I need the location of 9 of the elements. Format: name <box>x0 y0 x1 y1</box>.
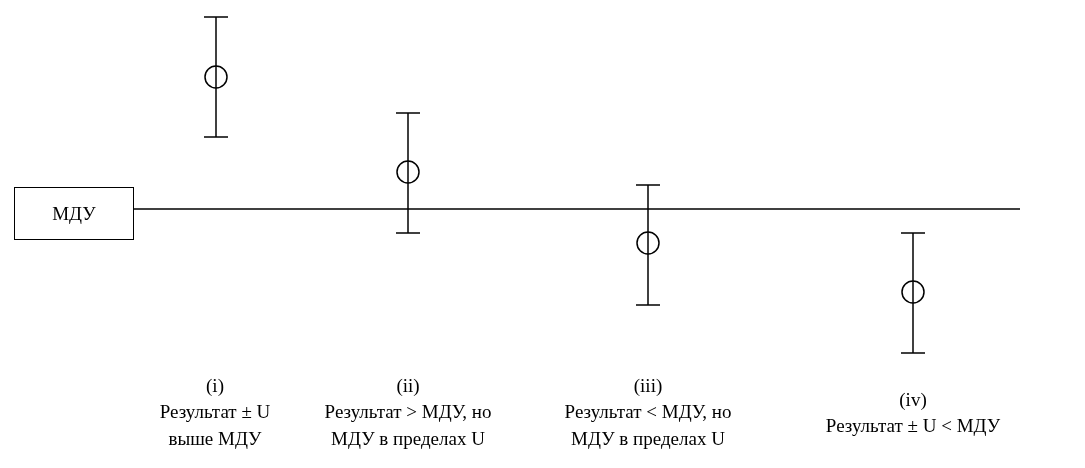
case-number: (iv) <box>899 388 927 412</box>
case-number: (ii) <box>396 374 420 398</box>
case-number: (i) <box>206 374 224 398</box>
case-description: Результат ± U выше МДУ <box>158 400 272 451</box>
case-description: Результат ± U < МДУ <box>825 414 1001 438</box>
case-number: (iii) <box>633 374 663 398</box>
case-description: Результат > МДУ, но МДУ в пределах U <box>323 400 493 451</box>
label-box: МДУ <box>14 187 134 240</box>
case-description: Результат < МДУ, но МДУ в пределах U <box>563 400 733 451</box>
